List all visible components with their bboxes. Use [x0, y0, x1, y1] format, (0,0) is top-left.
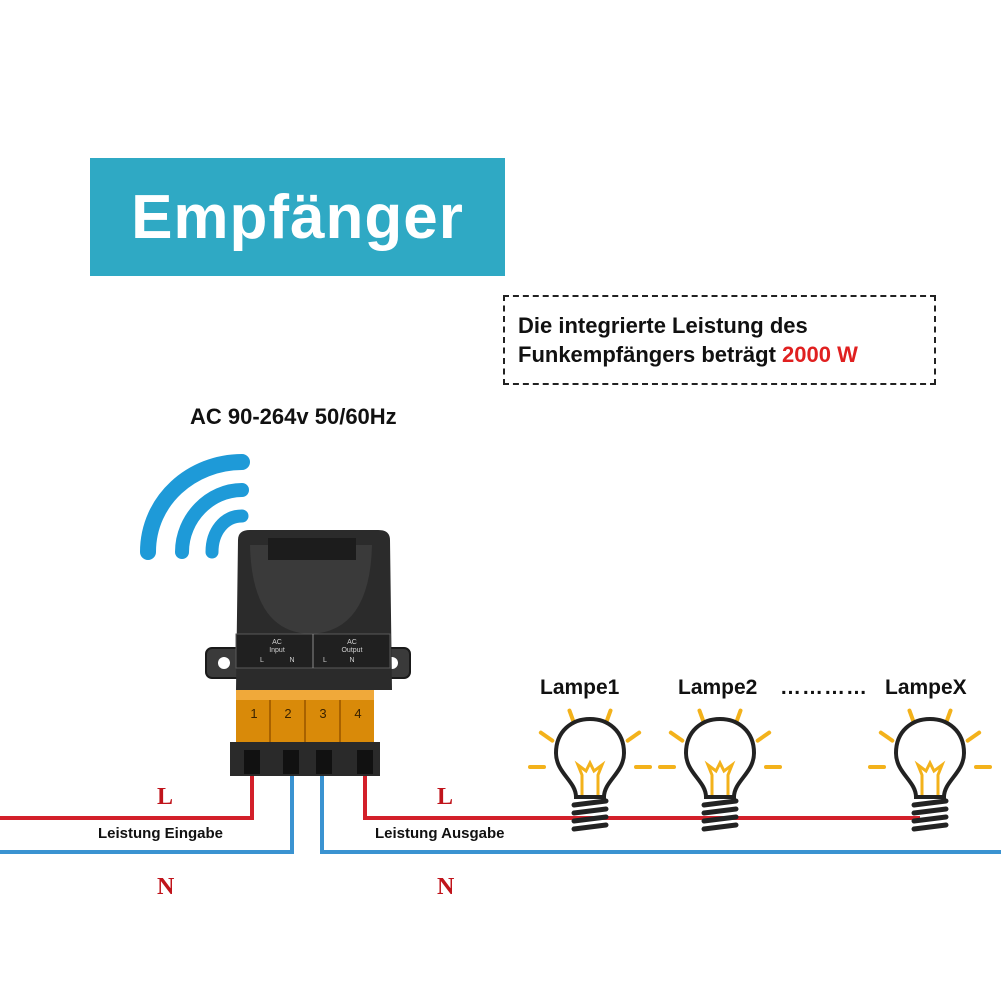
input-word: Input	[269, 647, 285, 654]
wifi-signal-icon	[140, 454, 250, 560]
bulb-2-icon	[658, 708, 782, 832]
lamp-label-x: LampeX	[885, 676, 967, 699]
title-text: Empfänger	[131, 182, 464, 252]
voltage-label: AC 90-264v 50/60Hz	[190, 404, 397, 429]
note-box	[503, 295, 936, 385]
bulb-x-icon	[868, 708, 992, 832]
input-n-text: N	[289, 657, 294, 664]
output-n-text: N	[349, 657, 354, 664]
live-label-right: L	[437, 784, 454, 810]
terminal-1: 1	[250, 706, 257, 721]
terminal-4: 4	[354, 706, 361, 721]
output-word: Output	[341, 647, 362, 654]
output-l-text: L	[323, 657, 327, 664]
neutral-label-left: N	[157, 874, 175, 900]
title-banner	[90, 158, 505, 276]
receiver-device: AC Input AC Output L N L N 1 2 3 4	[205, 530, 411, 776]
power-output-label: Leistung Ausgabe	[375, 825, 505, 842]
note-line-2: Funkempfängers beträgt 2000 W	[518, 342, 858, 368]
terminal-3: 3	[319, 706, 326, 721]
note-line-2-prefix: Funkempfängers beträgt	[518, 342, 783, 367]
live-wire-left	[0, 745, 254, 820]
lamp-label-1: Lampe1	[540, 676, 620, 699]
terminal-2: 2	[284, 706, 291, 721]
ac-output-text: AC	[347, 639, 357, 646]
note-line-1: Die integrierte Leistung des	[518, 313, 808, 338]
power-rating: 2000 W	[782, 342, 858, 367]
neutral-wire-right	[320, 745, 1001, 854]
bulb-1-icon	[528, 708, 652, 832]
neutral-label-right: N	[437, 874, 455, 900]
ac-input-text: AC	[272, 639, 282, 646]
neutral-wire-left	[0, 745, 294, 854]
live-label-left: L	[157, 784, 174, 810]
power-input-label: Leistung Eingabe	[98, 825, 224, 842]
lamp-label-2: Lampe2	[678, 676, 758, 699]
lamp-dots: …………	[780, 676, 868, 699]
input-l-text: L	[260, 657, 264, 664]
